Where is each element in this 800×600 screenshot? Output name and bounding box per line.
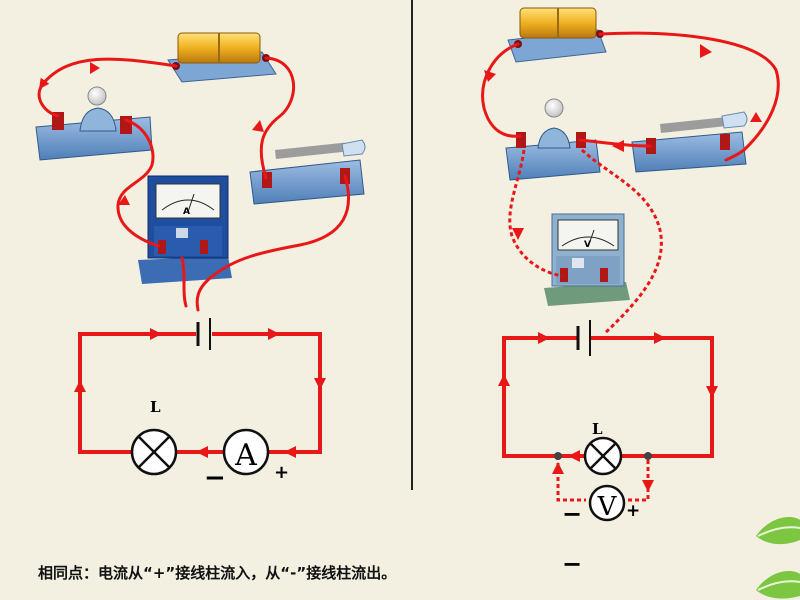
- left-schematic-wires: [78, 332, 322, 454]
- left-lamp-symbol: [130, 428, 178, 476]
- right-voltmeter-face-letter: V: [584, 240, 591, 250]
- right-top-wires: [481, 31, 780, 162]
- left-ammeter-device: A: [138, 175, 232, 284]
- left-ammeter-letter: A: [234, 438, 257, 473]
- leaf-icon: [756, 571, 800, 599]
- right-plus-sign: +: [626, 501, 640, 521]
- right-dotted-wires: [508, 148, 663, 336]
- left-battery-device: [167, 32, 277, 83]
- right-lamp-symbol: [583, 436, 623, 476]
- left-minus-sign: −: [204, 463, 226, 493]
- caption-text: 相同点：电流从“+”接线柱流入，从“-”接线柱流出。: [38, 564, 397, 582]
- left-ammeter-symbol: [222, 428, 270, 476]
- left-top-wires: [37, 56, 350, 312]
- leaf-icon: [756, 517, 800, 545]
- right-battery-device: [507, 7, 607, 63]
- right-switch-device: [631, 111, 748, 173]
- right-voltmeter-device: V: [544, 213, 630, 306]
- right-extra-minus-sign: −: [562, 550, 582, 578]
- right-minus-sign: −: [562, 500, 582, 528]
- left-ammeter-face-letter: A: [183, 207, 190, 217]
- right-voltmeter-symbol: [588, 484, 626, 522]
- right-voltmeter-letter: V: [597, 492, 618, 522]
- left-lamp-label: L: [150, 398, 161, 416]
- left-plus-sign: +: [274, 462, 289, 483]
- right-lamp-label: L: [592, 420, 603, 438]
